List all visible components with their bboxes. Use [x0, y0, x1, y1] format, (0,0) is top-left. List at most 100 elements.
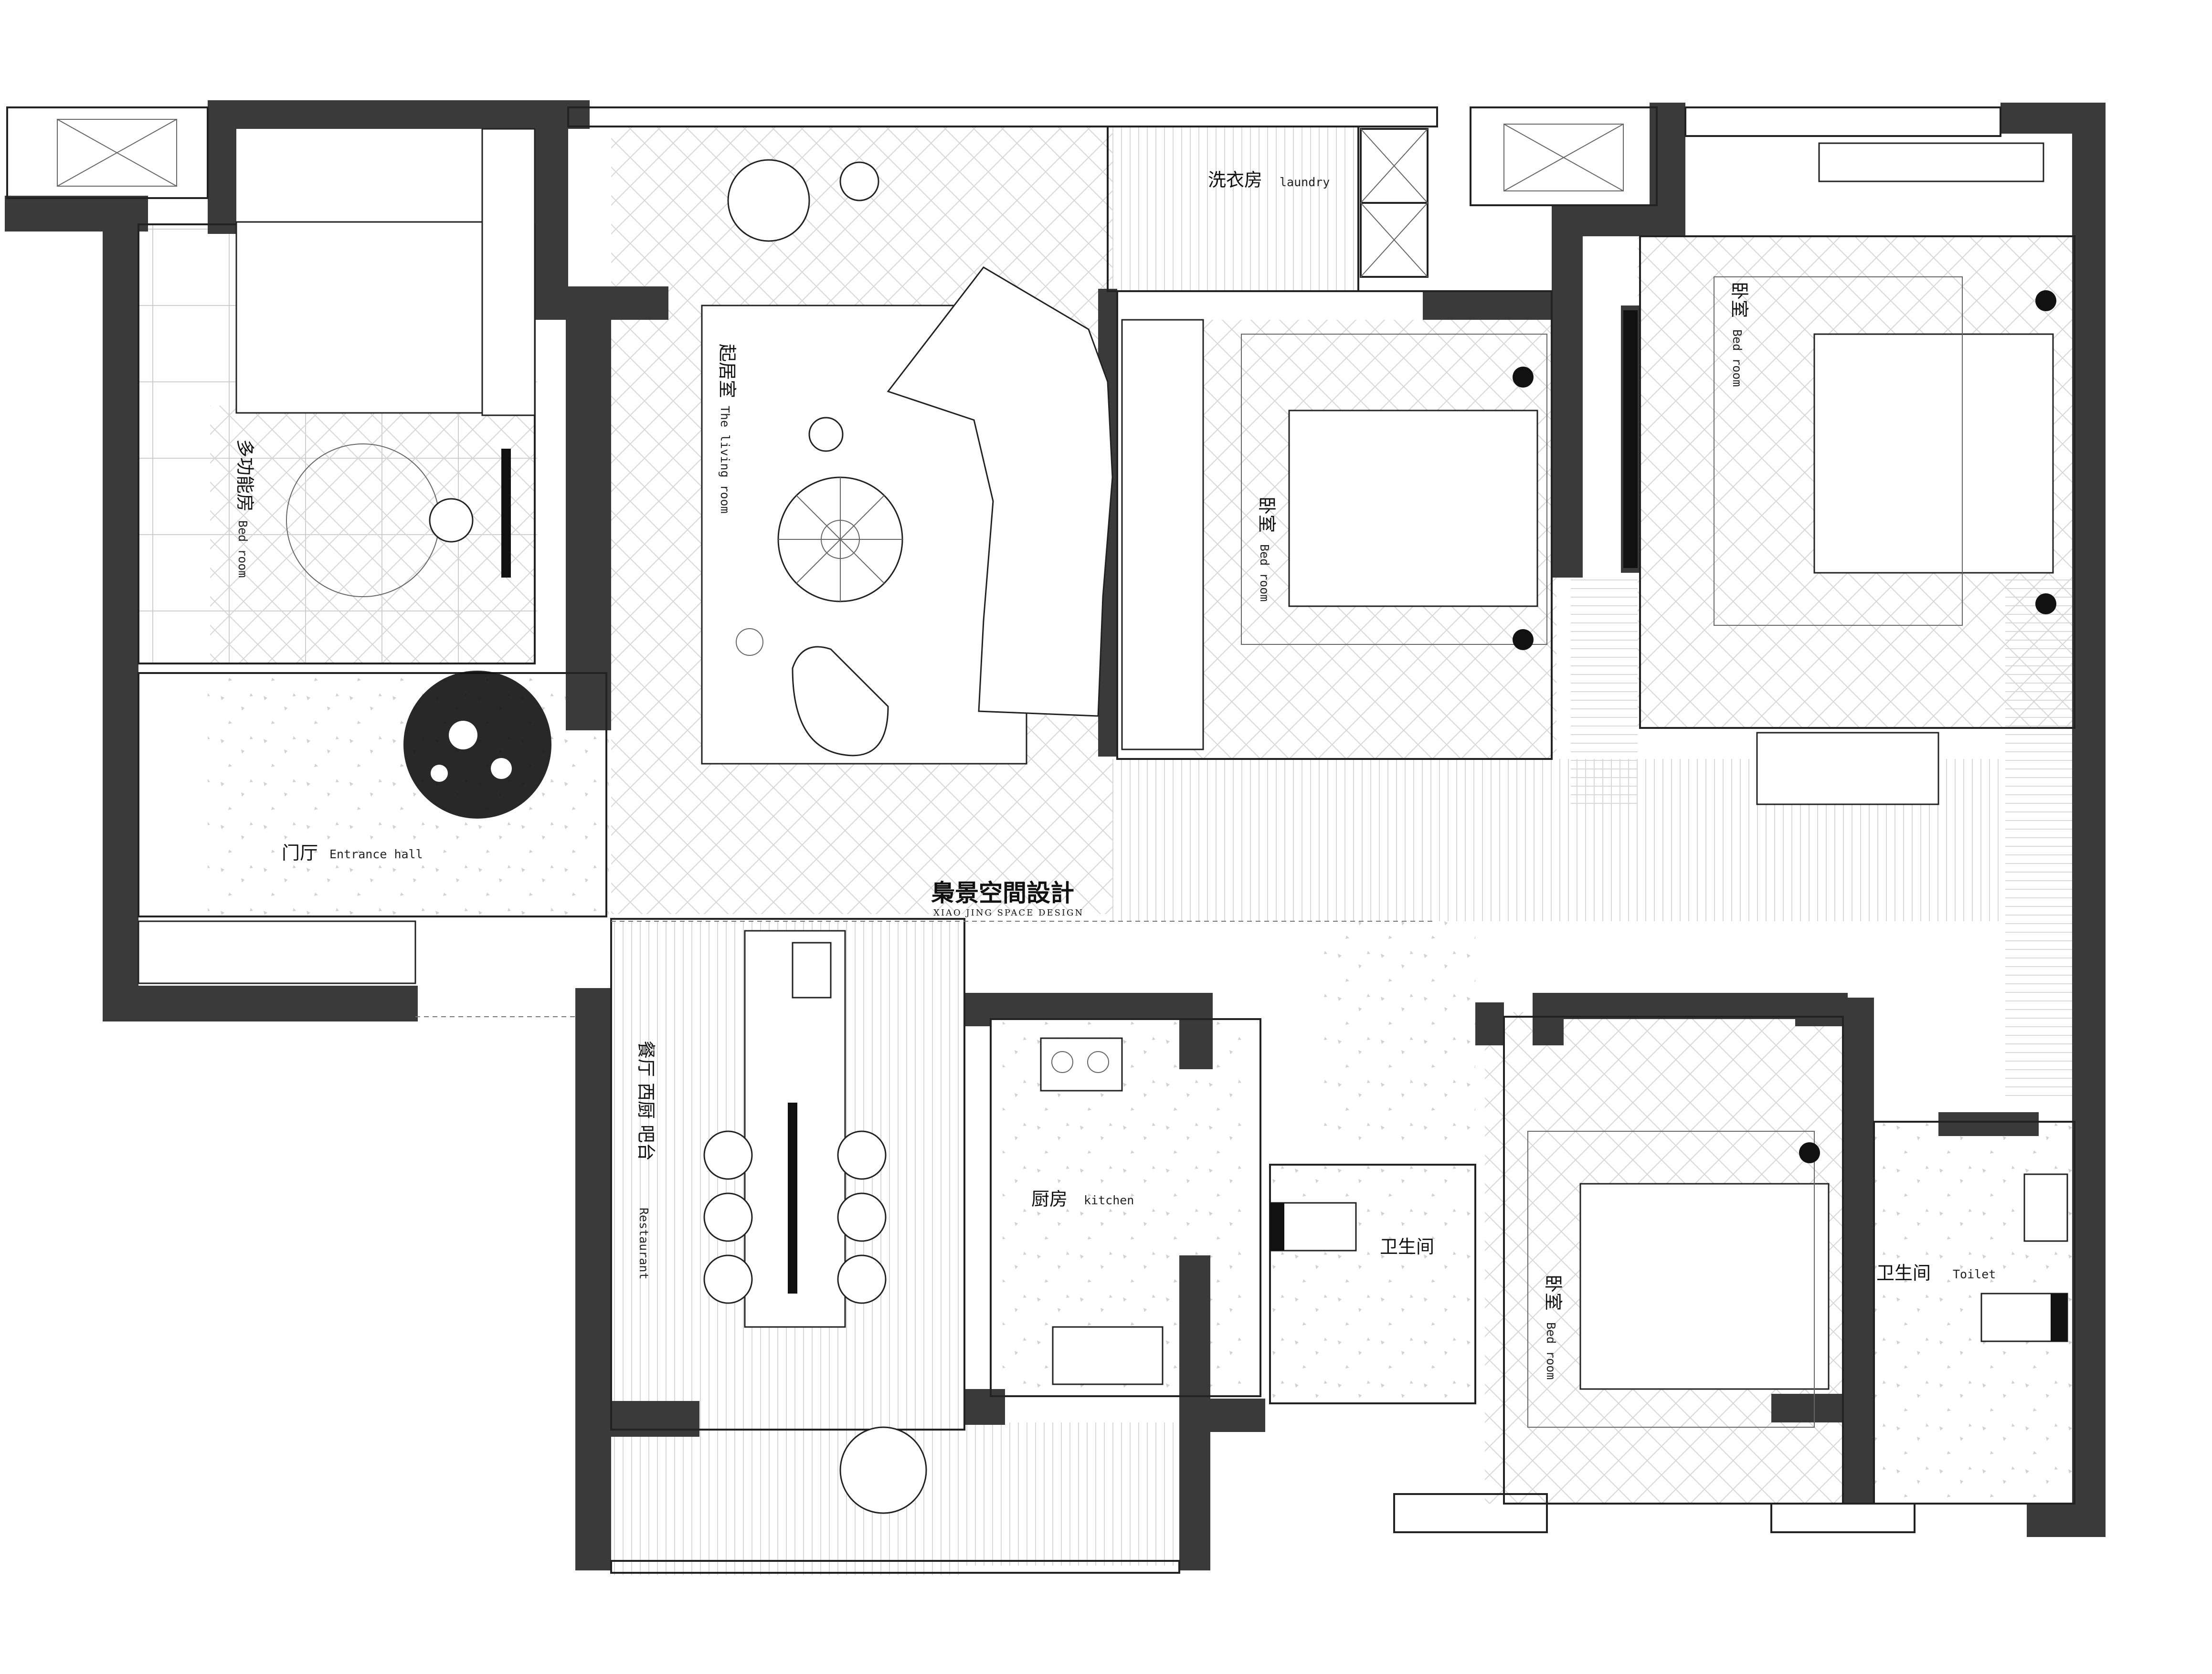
south-bed: [1579, 1183, 1830, 1390]
dashed-hall: [415, 921, 1432, 1017]
wall-sw: [103, 986, 418, 1021]
wall-west: [103, 196, 138, 1021]
plant-icon: [403, 671, 551, 819]
center-bed: [1288, 410, 1538, 607]
sofa: [887, 266, 1113, 717]
floor-lamp: [839, 161, 879, 201]
ne-bay-inner: [1503, 124, 1624, 191]
multi-room-label: 多功能房: [234, 439, 255, 512]
island-strip: [788, 1103, 797, 1294]
brand-subtitle: XIAO JING SPACE DESIGN: [933, 908, 1084, 918]
wall-n1: [208, 100, 590, 129]
labels: 多功能房 Bed room 起居室 The living room 洗衣房 la…: [234, 169, 1996, 1379]
nw-bay-inner: [57, 119, 177, 187]
laundry-label: 洗衣房: [1208, 169, 1262, 190]
master-outline: [1639, 235, 2075, 729]
multi-shelf: [501, 449, 511, 578]
multi-chair: [429, 498, 474, 543]
master-sofa: [1818, 142, 2044, 182]
ne-bay-cross: [1503, 124, 1624, 191]
wall-bs-w: [1475, 1002, 1504, 1045]
south-balcony: [610, 1560, 1180, 1574]
wall-toilet-n: [1533, 993, 1564, 1045]
wall-east-s: [2027, 1504, 2106, 1537]
wall-tv: [582, 368, 609, 673]
kitchen-sub: kitchen: [1084, 1193, 1134, 1207]
wall-bs-s: [1771, 1394, 1867, 1422]
laundry-sub: laundry: [1280, 175, 1330, 189]
entry-cabinet: [138, 920, 416, 984]
wall-bed-center-e: [1552, 205, 1583, 578]
island-sink: [792, 942, 832, 999]
stool-5: [837, 1192, 887, 1242]
bedroom-master-label: 卧室: [1729, 282, 1750, 318]
master-window: [1684, 106, 2001, 137]
wall-south-bed-n: [1552, 993, 1848, 1019]
living-window: [567, 106, 1438, 127]
laundry-floor: [1108, 126, 1358, 291]
master-lamp-2: [2035, 593, 2056, 614]
furniture: [138, 128, 2068, 1514]
entrance-label: 门厅: [282, 842, 318, 863]
ne-bay: [1470, 106, 1658, 206]
wall-core: [1179, 1255, 1210, 1422]
master-lamp-1: [2035, 290, 2056, 311]
south-lamp: [1799, 1142, 1820, 1163]
center-wardrobe: [1121, 319, 1204, 750]
toilet-e-outline: [1873, 1121, 2075, 1505]
bal-chair: [839, 1426, 927, 1514]
toilet-east-label: 卫生间: [1876, 1263, 1931, 1284]
nw-bay: [6, 106, 209, 199]
walls: [5, 100, 2106, 1570]
south-rug: [1527, 1131, 1815, 1428]
bedroom-center-label: 卧室: [1256, 496, 1277, 533]
center-lamp-1: [1513, 367, 1534, 388]
center-lamp-2: [1513, 629, 1534, 650]
lamp-base: [736, 628, 763, 656]
kitchen-label: 厨房: [1031, 1189, 1068, 1210]
south-window-mid: [1393, 1493, 1548, 1533]
laundry-machine-2: [1360, 202, 1429, 278]
stool-2: [703, 1192, 753, 1242]
brand-logo: 梟景空間設計: [931, 879, 1074, 907]
stool-4: [837, 1130, 887, 1180]
side-table: [808, 417, 844, 452]
bedroom-center-sub: Bed room: [1258, 544, 1271, 601]
center-bed-rug: [1241, 334, 1547, 645]
toilet-c-outline: [1269, 1164, 1476, 1404]
toilet-e-basin-edge: [2051, 1294, 2067, 1341]
kitchen-outline: [990, 1018, 1261, 1397]
toilet-center-label: 卫生间: [1380, 1236, 1434, 1257]
wall-ne-corner: [1650, 103, 1685, 236]
wall-kitchen-w: [964, 993, 991, 1026]
bedroom-south-label: 卧室: [1543, 1274, 1564, 1311]
hall-east-floor: [1323, 916, 1475, 1146]
living-room-sub: The living room: [718, 406, 732, 514]
entrance-floor: [208, 673, 609, 916]
wall-kitchen-s: [964, 1389, 1005, 1425]
multi-bed: [235, 221, 486, 414]
wall-living-n: [535, 286, 668, 320]
wall-dining-w: [575, 988, 611, 1403]
armchair-round: [727, 159, 810, 242]
wall-mr: [1938, 1112, 2039, 1136]
nw-bay-cross: [57, 119, 177, 187]
multi-room-sub: Bed room: [236, 520, 250, 578]
wall-laundry-n: [1423, 291, 1566, 320]
wardrobe-strip-2: [1571, 573, 1638, 811]
stool-6: [837, 1254, 887, 1304]
wall-east: [2072, 103, 2106, 1530]
multi-desk: [481, 128, 536, 416]
dining-outline: [610, 918, 965, 1431]
wall-kitchen-n: [964, 993, 1213, 1019]
kitchen-sink: [1052, 1326, 1164, 1385]
master-bench: [1756, 732, 1939, 805]
wall-kitchen-ne: [1179, 993, 1213, 1069]
bedroom-master-sub: Bed room: [1730, 329, 1744, 387]
stove: [1040, 1037, 1123, 1092]
toilet-east-sub: Toilet: [1953, 1267, 1996, 1281]
bed-south-outline: [1503, 1016, 1844, 1505]
master-rug: [1714, 276, 1963, 626]
multi-room-herring: [210, 406, 535, 663]
